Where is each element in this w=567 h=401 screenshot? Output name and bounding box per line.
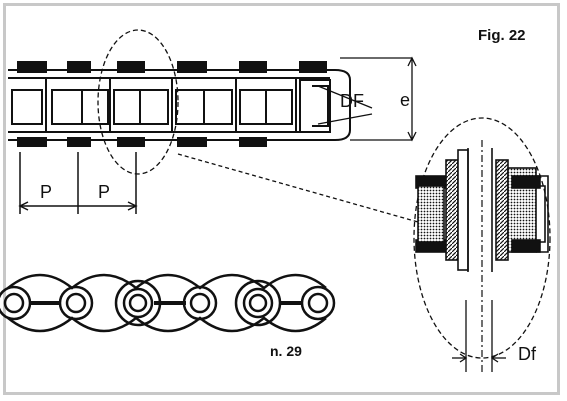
detail-connector-line xyxy=(177,153,419,223)
pitch-right-bg xyxy=(92,180,122,204)
pitch-left-bg xyxy=(35,180,65,204)
figure-label: Fig. 22 xyxy=(478,27,526,44)
pitch-right-label: P xyxy=(98,182,110,202)
height-label: e xyxy=(400,90,410,110)
height-dimension xyxy=(340,56,417,142)
part-number-label: n. 29 xyxy=(270,343,302,359)
detail-diameter-label: Df xyxy=(518,344,537,364)
pitch-left-label: P xyxy=(40,182,52,202)
roller-diameter-label: DF xyxy=(340,91,364,111)
detail-ellipse-large xyxy=(413,117,551,359)
detail-ellipse-small xyxy=(97,29,179,175)
detail-section xyxy=(415,140,549,372)
roller-diameter-dimension xyxy=(317,85,373,125)
detail-diameter-dimension xyxy=(452,300,506,372)
chain-side-view xyxy=(8,61,351,147)
pitch-dimension xyxy=(18,152,138,214)
chain-top-view xyxy=(0,273,336,333)
